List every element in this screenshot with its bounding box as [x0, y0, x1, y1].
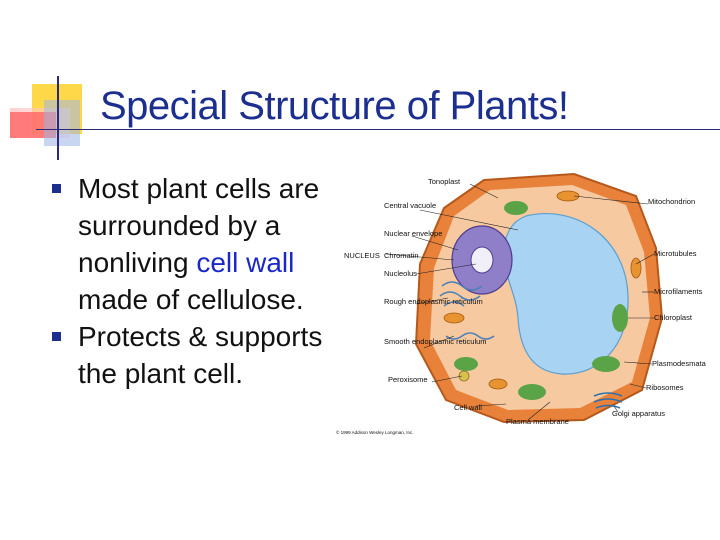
- mitochondrion-shape: [630, 257, 642, 279]
- mitochondrion-shape: [443, 312, 465, 324]
- label-cell-wall: Cell wall: [454, 403, 482, 412]
- bullet-list: Most plant cells are surrounded by a non…: [48, 170, 358, 392]
- chloroplast-shape: [518, 384, 546, 400]
- chloroplast-shape: [504, 201, 528, 215]
- label-rough-er: Rough endoplasmic reticulum: [384, 297, 483, 306]
- label-golgi: Golgi apparatus: [612, 409, 665, 418]
- golgi-shape: [593, 392, 623, 409]
- peroxisome-shape: [458, 370, 470, 382]
- nucleolus-shape: [470, 246, 494, 274]
- label-smooth-er: Smooth endoplasmic reticulum: [384, 337, 487, 346]
- label-nuclear-envelope: Nuclear envelope: [384, 229, 442, 238]
- label-plasmodesmata: Plasmodesmata: [652, 359, 707, 368]
- label-plasma-membrane: Plasma membrane: [506, 417, 569, 426]
- smooth-er-shape: [445, 332, 495, 340]
- label-microtubules: Microtubules: [654, 249, 697, 258]
- label-ribosomes: Ribosomes: [646, 383, 684, 392]
- square-bullet-icon: [52, 332, 61, 341]
- bullet-item: Protects & supports the plant cell.: [48, 318, 358, 392]
- chloroplast-shape: [612, 304, 628, 332]
- slide-title: Special Structure of Plants!: [100, 84, 569, 128]
- rough-er-shape: [439, 281, 483, 307]
- label-nucleus: NUCLEUS: [344, 251, 380, 260]
- square-bullet-icon: [52, 184, 61, 193]
- label-mitochondrion: Mitochondrion: [648, 197, 695, 206]
- copyright-note: © 1999 Addison Wesley Longman, Inc.: [336, 429, 414, 435]
- label-chloroplast: Chloroplast: [654, 313, 693, 322]
- decor-blue-square: [44, 100, 80, 146]
- label-tonoplast: Tonoplast: [428, 177, 461, 186]
- decor-vertical-rule: [57, 76, 59, 160]
- chloroplast-shape: [592, 356, 620, 372]
- chloroplast-shape: [454, 357, 478, 371]
- label-peroxisome: Peroxisome: [388, 375, 428, 384]
- title-underline-rule: [36, 129, 720, 130]
- bullet-text-end: made of cellulose.: [78, 284, 304, 315]
- bullet-highlight: cell wall: [196, 247, 295, 278]
- central-vacuole-shape: [502, 213, 629, 375]
- label-nucleolus: Nucleolus: [384, 269, 417, 278]
- bullet-text: Protects & supports the plant cell.: [78, 321, 323, 389]
- label-central-vacuole: Central vacuole: [384, 201, 436, 210]
- mitochondrion-shape: [556, 190, 580, 202]
- plant-cell-diagram: Tonoplast Central vacuole Nuclear envelo…: [336, 172, 707, 435]
- label-chromatin: Chromatin: [384, 251, 419, 260]
- label-microfilaments: Microfilaments: [654, 287, 703, 296]
- leader-lines: [385, 183, 655, 421]
- mitochondrion-shape: [488, 378, 508, 390]
- bullet-text: Most plant cells are surrounded by a non…: [78, 173, 320, 278]
- bullet-item: Most plant cells are surrounded by a non…: [48, 170, 358, 318]
